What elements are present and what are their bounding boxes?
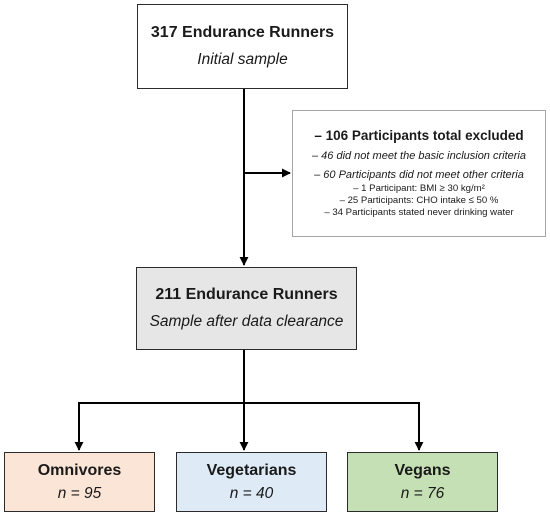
vegetarians-box: Vegetarians n = 40 xyxy=(176,452,327,512)
excluded-line-1: – 46 did not meet the basic inclusion cr… xyxy=(311,150,526,162)
excluded-line-2: – 60 Participants did not meet other cri… xyxy=(314,169,524,181)
clearance-subtitle: Sample after data clearance xyxy=(149,313,344,330)
omnivores-n: n = 95 xyxy=(57,485,102,502)
excluded-sub-2: – 25 Participants: CHO intake ≤ 50 % xyxy=(339,195,499,206)
initial-sample-box: 317 Endurance Runners Initial sample xyxy=(137,4,348,89)
excluded-sub-3: – 34 Participants stated never drinking … xyxy=(324,207,514,218)
initial-title: 317 Endurance Runners xyxy=(150,24,335,41)
vegans-n: n = 76 xyxy=(400,485,445,502)
omnivores-box: Omnivores n = 95 xyxy=(4,452,155,512)
clearance-title: 211 Endurance Runners xyxy=(155,286,338,303)
vegetarians-n: n = 40 xyxy=(229,485,274,502)
excluded-sub-1: – 1 Participant: BMI ≥ 30 kg/m² xyxy=(353,183,485,194)
excluded-box: – 106 Participants total excluded – 46 d… xyxy=(292,110,546,237)
vegans-box: Vegans n = 76 xyxy=(347,452,498,512)
omnivores-label: Omnivores xyxy=(37,462,122,479)
vegans-label: Vegans xyxy=(394,462,451,479)
vegetarians-label: Vegetarians xyxy=(206,462,297,479)
initial-subtitle: Initial sample xyxy=(197,51,288,68)
after-clearance-box: 211 Endurance Runners Sample after data … xyxy=(136,267,357,350)
excluded-title: – 106 Participants total excluded xyxy=(314,128,524,143)
